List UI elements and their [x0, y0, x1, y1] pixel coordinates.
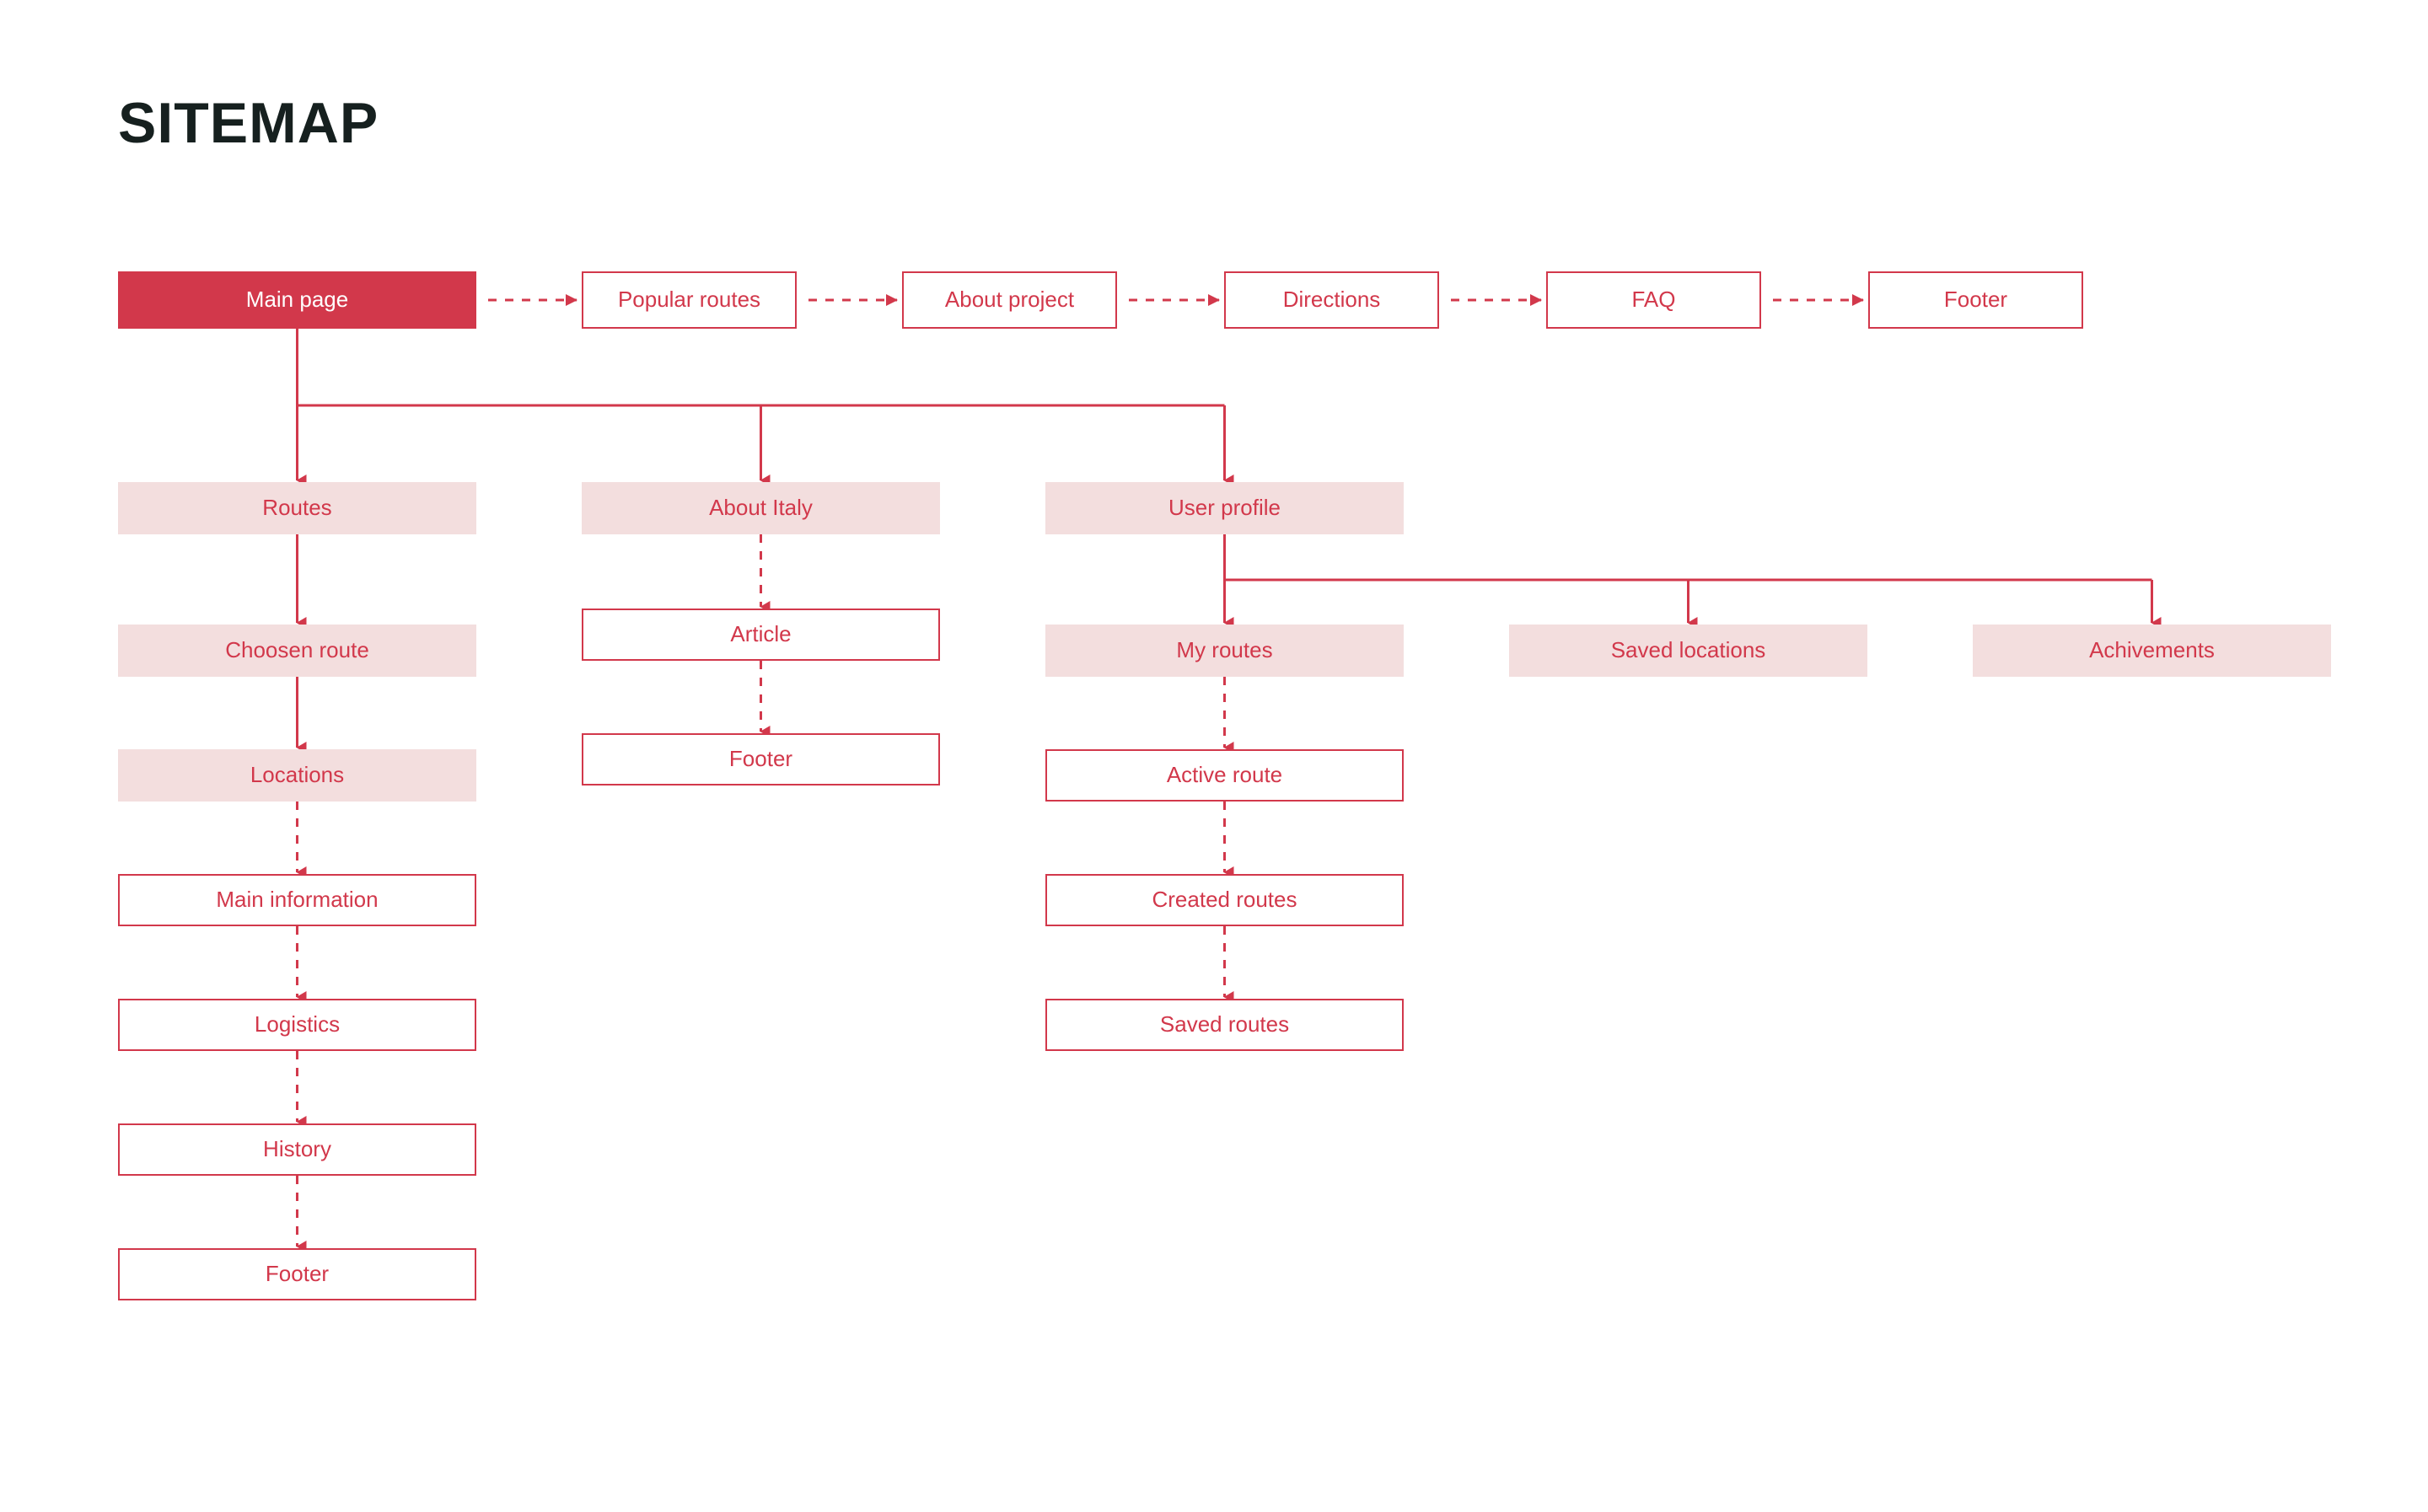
- node-label: Main page: [245, 287, 349, 313]
- node-label: Directions: [1282, 287, 1381, 313]
- node-routes[interactable]: Routes: [118, 482, 476, 534]
- node-footer-top[interactable]: Footer: [1868, 271, 2083, 329]
- node-label: Footer: [265, 1261, 330, 1287]
- node-about-italy[interactable]: About Italy: [582, 482, 940, 534]
- node-main-page[interactable]: Main page: [118, 271, 476, 329]
- node-saved-locations[interactable]: Saved locations: [1509, 625, 1867, 677]
- node-label: User profile: [1168, 495, 1281, 521]
- node-active-route[interactable]: Active route: [1045, 749, 1404, 802]
- node-label: Active route: [1166, 762, 1283, 788]
- node-about-project[interactable]: About project: [902, 271, 1117, 329]
- node-label: Logistics: [254, 1011, 341, 1037]
- node-label: FAQ: [1631, 287, 1676, 313]
- node-footer-italy[interactable]: Footer: [582, 733, 940, 785]
- node-footer-routes[interactable]: Footer: [118, 1248, 476, 1300]
- node-label: Footer: [1943, 287, 2008, 313]
- node-achivements[interactable]: Achivements: [1973, 625, 2331, 677]
- node-main-information[interactable]: Main information: [118, 874, 476, 926]
- node-user-profile[interactable]: User profile: [1045, 482, 1404, 534]
- node-my-routes[interactable]: My routes: [1045, 625, 1404, 677]
- node-created-routes[interactable]: Created routes: [1045, 874, 1404, 926]
- node-label: My routes: [1176, 637, 1273, 663]
- node-history[interactable]: History: [118, 1123, 476, 1176]
- node-label: Article: [730, 621, 792, 647]
- node-label: Achivements: [2089, 637, 2215, 663]
- page-title: SITEMAP: [118, 91, 379, 155]
- node-label: Main information: [216, 887, 379, 913]
- node-directions[interactable]: Directions: [1224, 271, 1439, 329]
- node-label: Saved locations: [1610, 637, 1766, 663]
- node-label: Saved routes: [1159, 1011, 1290, 1037]
- node-label: About Italy: [709, 495, 813, 521]
- node-popular-routes[interactable]: Popular routes: [582, 271, 797, 329]
- node-label: Locations: [250, 762, 345, 788]
- node-label: About project: [944, 287, 1075, 313]
- node-logistics[interactable]: Logistics: [118, 999, 476, 1051]
- node-label: Routes: [262, 495, 332, 521]
- node-saved-routes[interactable]: Saved routes: [1045, 999, 1404, 1051]
- node-label: Popular routes: [617, 287, 761, 313]
- node-label: Created routes: [1152, 887, 1297, 913]
- node-choosen-route[interactable]: Choosen route: [118, 625, 476, 677]
- node-article[interactable]: Article: [582, 609, 940, 661]
- node-label: History: [263, 1136, 331, 1162]
- node-faq[interactable]: FAQ: [1546, 271, 1761, 329]
- node-label: Footer: [728, 746, 793, 772]
- node-locations[interactable]: Locations: [118, 749, 476, 802]
- node-label: Choosen route: [225, 637, 369, 663]
